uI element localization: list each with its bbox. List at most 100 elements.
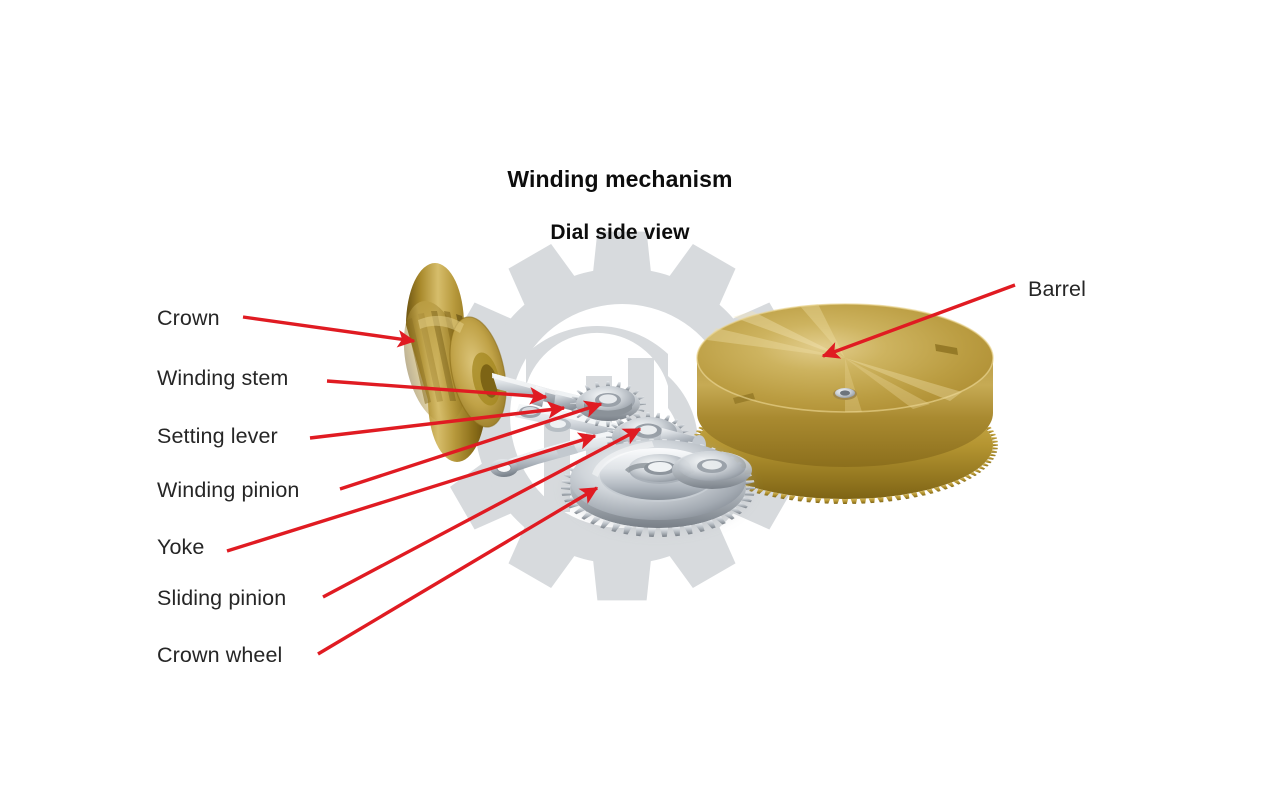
winding-pinion-tooth xyxy=(570,402,576,406)
sliding-pinion-tooth xyxy=(625,415,633,422)
crown-wheel-tooth xyxy=(715,516,726,525)
barrel-tooth xyxy=(877,497,884,503)
sliding-pinion-tooth xyxy=(611,423,618,429)
barrel-tooth xyxy=(926,488,934,494)
callout-label-winding-stem: Winding stem xyxy=(157,366,289,390)
callout-arrow-crown xyxy=(242,315,416,348)
sliding-pinion-tooth xyxy=(645,412,651,418)
winding-pinion-tooth xyxy=(584,417,591,423)
barrel-tooth xyxy=(789,495,796,501)
callout-arrows xyxy=(226,283,1016,656)
barrel-tooth xyxy=(815,497,822,504)
sliding-pinion-tooth xyxy=(617,418,625,425)
crown-wheel-tooth xyxy=(648,527,656,537)
crown-wheel-tooth xyxy=(568,502,579,509)
winding-pinion-tooth xyxy=(632,390,640,395)
winding-pinion-tooth xyxy=(605,421,611,427)
barrel-tooth xyxy=(824,498,831,504)
winding-pinion-tooth xyxy=(571,408,579,412)
winding-pinion-tooth xyxy=(615,381,621,389)
winding-pinion-tooth xyxy=(605,381,611,387)
crown-wheel-tooth xyxy=(636,526,644,537)
crown-wheel-tooth xyxy=(660,527,668,537)
barrel-tooth xyxy=(993,443,998,447)
barrel-tooth xyxy=(696,430,703,434)
barrel-tooth xyxy=(894,495,901,501)
crown-wheel-tooth xyxy=(746,486,755,490)
callout-arrow-sliding-pinion xyxy=(322,427,642,599)
crown-wheel-tooth xyxy=(623,525,633,535)
part-barrel xyxy=(692,303,998,504)
winding-pinion-tooth xyxy=(576,390,584,395)
crown-wheel-tooth xyxy=(744,480,755,485)
watermark-cog-tooth xyxy=(508,519,580,588)
sliding-pinion-tooth xyxy=(671,418,679,425)
crown-wheel-tooth xyxy=(590,516,601,525)
winding-pinion-tooth xyxy=(640,402,646,406)
callout-arrow-crown-wheel xyxy=(317,486,599,656)
barrel-tooth xyxy=(982,463,989,467)
callout-arrow-setting-lever xyxy=(309,401,566,440)
barrel-tooth xyxy=(902,493,910,500)
crown-wheel-tooth xyxy=(737,502,748,509)
barrel-tooth xyxy=(797,496,804,502)
crown-wheel-tooth xyxy=(723,511,735,520)
crown-wheel-tooth xyxy=(694,522,705,532)
barrel-tooth xyxy=(959,477,967,482)
callout-label-winding-pinion: Winding pinion xyxy=(157,478,300,502)
part-crown xyxy=(403,263,507,462)
crown-wheel-tooth xyxy=(561,480,572,485)
callout-label-crown: Crown xyxy=(157,306,220,330)
barrel-tooth xyxy=(953,479,961,485)
sliding-pinion-tooth xyxy=(682,429,689,434)
barrel-tooth xyxy=(806,497,813,503)
barrel-tooth xyxy=(970,471,977,477)
barrel-tooth xyxy=(992,447,998,450)
barrel-tooth xyxy=(868,497,875,504)
crown-wheel-tooth xyxy=(600,519,611,529)
sliding-pinion-tooth xyxy=(606,435,612,439)
page-subtitle: Dial side view xyxy=(550,221,690,244)
callout-label-crown-wheel: Crown wheel xyxy=(157,643,283,667)
barrel-tooth xyxy=(965,474,972,479)
callout-label-sliding-pinion: Sliding pinion xyxy=(157,586,287,610)
barrel-tooth xyxy=(859,498,866,504)
barrel-tooth xyxy=(940,484,948,490)
barrel-tooth xyxy=(974,469,982,473)
watermark-cog-tooth xyxy=(592,552,652,601)
barrel-tooth xyxy=(990,453,996,457)
barrel-tooth xyxy=(832,498,840,504)
sliding-pinion-tooth xyxy=(607,429,614,434)
crown-wheel-tooth xyxy=(741,497,752,503)
barrel-tooth xyxy=(886,496,893,502)
crown-wheel-tooth xyxy=(574,507,585,515)
crown-wheel-tooth xyxy=(581,511,593,520)
barrel-tooth xyxy=(990,433,996,437)
crown-wheel-tooth xyxy=(561,491,572,496)
barrel-tooth xyxy=(756,488,764,494)
crown-wheel-tooth xyxy=(611,522,622,532)
barrel-tooth xyxy=(987,430,994,434)
crown-wheel-tooth xyxy=(561,486,570,490)
winding-pinion-tooth xyxy=(637,408,645,412)
winding-pinion-tooth xyxy=(595,381,601,389)
barrel-tooth xyxy=(991,450,998,453)
barrel-tooth xyxy=(933,486,941,492)
crown-wheel-tooth xyxy=(705,519,716,529)
page-title: Winding mechanism xyxy=(507,166,733,192)
barrel-tooth xyxy=(985,460,992,464)
crown-wheel-tooth xyxy=(683,525,693,535)
barrel-tooth xyxy=(850,498,858,504)
sliding-pinion-tooth xyxy=(635,412,641,419)
callout-label-setting-lever: Setting lever xyxy=(157,424,278,448)
crown-wheel-tooth xyxy=(564,497,575,503)
callout-label-yoke: Yoke xyxy=(157,535,205,559)
crown-wheel-tooth xyxy=(731,507,742,515)
winding-pinion-tooth xyxy=(625,385,632,391)
barrel-tooth xyxy=(987,456,994,460)
sliding-pinion-tooth xyxy=(663,415,671,422)
sliding-pinion-tooth xyxy=(678,423,685,429)
winding-pinion-tooth xyxy=(595,419,601,427)
